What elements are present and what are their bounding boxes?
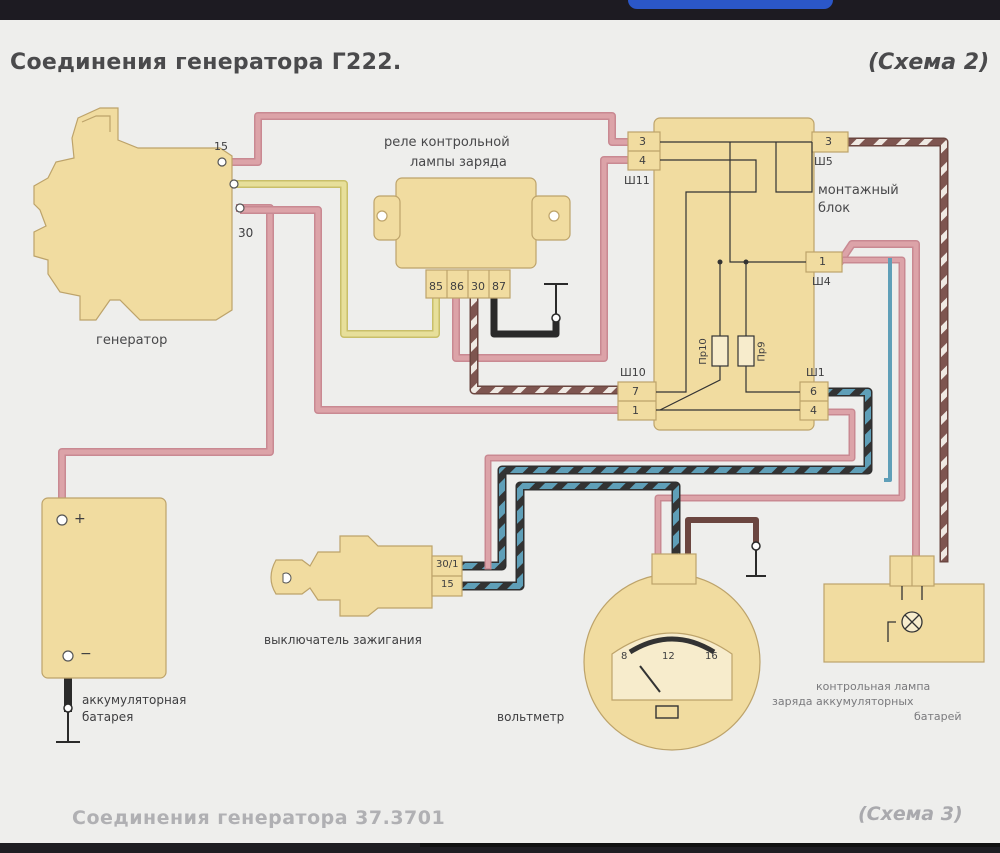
voltmeter-scale-arc [628, 636, 716, 655]
mount-block-label-line2: блок [818, 201, 851, 216]
battery-terminal-minus [62, 650, 74, 662]
relay-pin-85: 85 [429, 280, 443, 293]
battery-minus-label: − [80, 646, 92, 662]
mount-block-internal-wiring [656, 141, 813, 411]
battery [41, 497, 167, 679]
ignition-pin-15: 15 [441, 579, 454, 590]
relay-label-line1: реле контрольной [384, 135, 510, 150]
sh1-pin-6: 6 [810, 385, 817, 398]
gen-pin-30-label: 30 [238, 226, 254, 240]
charge-lamp-label-line3: батарей [914, 710, 962, 723]
sh1-pin-4: 4 [810, 404, 817, 417]
ground-node-relay [551, 313, 561, 323]
relay-pin-30: 30 [471, 280, 485, 293]
sh11-pin-3: 3 [639, 135, 646, 148]
charge-lamp-label-line1: контрольная лампа [816, 680, 931, 693]
gen-terminal-15 [217, 157, 227, 167]
wire-sh4-to-voltmeter-blue [884, 258, 892, 482]
voltmeter-scale-16: 16 [705, 651, 718, 662]
sh4-label: Ш4 [812, 275, 831, 288]
ground-node-battery [63, 703, 73, 713]
ignition-switch-label: выключатель зажигания [264, 633, 422, 647]
battery-label-line2: батарея [82, 710, 134, 724]
bottom-frame-bar [0, 843, 1000, 853]
mount-node-a [717, 259, 723, 265]
voltmeter-scale-12: 12 [662, 651, 675, 662]
battery-terminal-plus [56, 514, 68, 526]
generator [33, 107, 233, 321]
sh1-label: Ш1 [806, 366, 825, 379]
battery-label-line1: аккумуляторная [82, 693, 187, 707]
sh10-pin-1: 1 [632, 404, 639, 417]
ignition-key-slot [282, 572, 292, 584]
battery-plus-label: + [74, 511, 86, 527]
relay-label-line2: лампы заряда [410, 155, 507, 170]
sh11-label: Ш11 [624, 174, 650, 187]
voltmeter-battery-icon [655, 705, 679, 719]
charge-lamp [823, 555, 985, 663]
generator-label: генератор [96, 333, 168, 348]
mount-block-label-line1: монтажный [818, 183, 899, 198]
voltmeter-needle [639, 665, 661, 693]
mount-block [617, 117, 849, 431]
fuse-pr9-label: Пр9 [756, 341, 768, 362]
voltmeter-scale-8: 8 [621, 651, 628, 662]
bottom-frame-strip [420, 843, 1000, 847]
sh4-pin-1: 1 [819, 255, 826, 268]
next-diagram-title: Соединения генератора 37.3701 [72, 807, 446, 829]
mount-node-b [743, 259, 749, 265]
sh10-pin-7: 7 [632, 385, 639, 398]
diagram-title: Соединения генератора Г222. [10, 50, 402, 75]
fuse-pr9 [737, 335, 755, 367]
ignition-switch [270, 535, 463, 617]
top-frame-tab [628, 0, 833, 9]
next-scheme-number: (Схема 3) [858, 803, 963, 825]
voltmeter-label: вольтметр [497, 710, 565, 724]
fuse-pr10-label: Пр10 [697, 338, 709, 365]
wire-voltmeter-to-ground [685, 517, 759, 559]
relay-pin-87: 87 [492, 280, 506, 293]
sh5-pin-3: 3 [825, 135, 832, 148]
sh10-label: Ш10 [620, 366, 646, 379]
charge-lamp-bulb [887, 586, 923, 642]
sh5-label: Ш5 [814, 155, 833, 168]
sh11-pin-4: 4 [639, 154, 646, 167]
relay [373, 177, 571, 299]
ground-symbol-relay [544, 283, 568, 318]
ground-symbol-voltmeter [746, 548, 766, 577]
charge-lamp-label-line2: заряда аккумуляторных [772, 695, 914, 708]
ignition-pin-30-1: 30/1 [436, 559, 459, 570]
gen-terminal-field [229, 179, 239, 189]
top-frame-bar [0, 0, 1000, 20]
fuse-pr10 [711, 335, 729, 367]
wire-ignition15-to-voltmeter [455, 481, 681, 591]
fuses [711, 335, 755, 367]
relay-pin-86: 86 [450, 280, 464, 293]
wire-relay87-to-ground [490, 294, 560, 338]
gen-terminal-30 [235, 203, 245, 213]
ground-node-voltmeter [751, 541, 761, 551]
voltmeter [583, 553, 761, 751]
gen-pin-15-label: 15 [214, 140, 228, 153]
scheme-number: (Схема 2) [868, 50, 990, 75]
